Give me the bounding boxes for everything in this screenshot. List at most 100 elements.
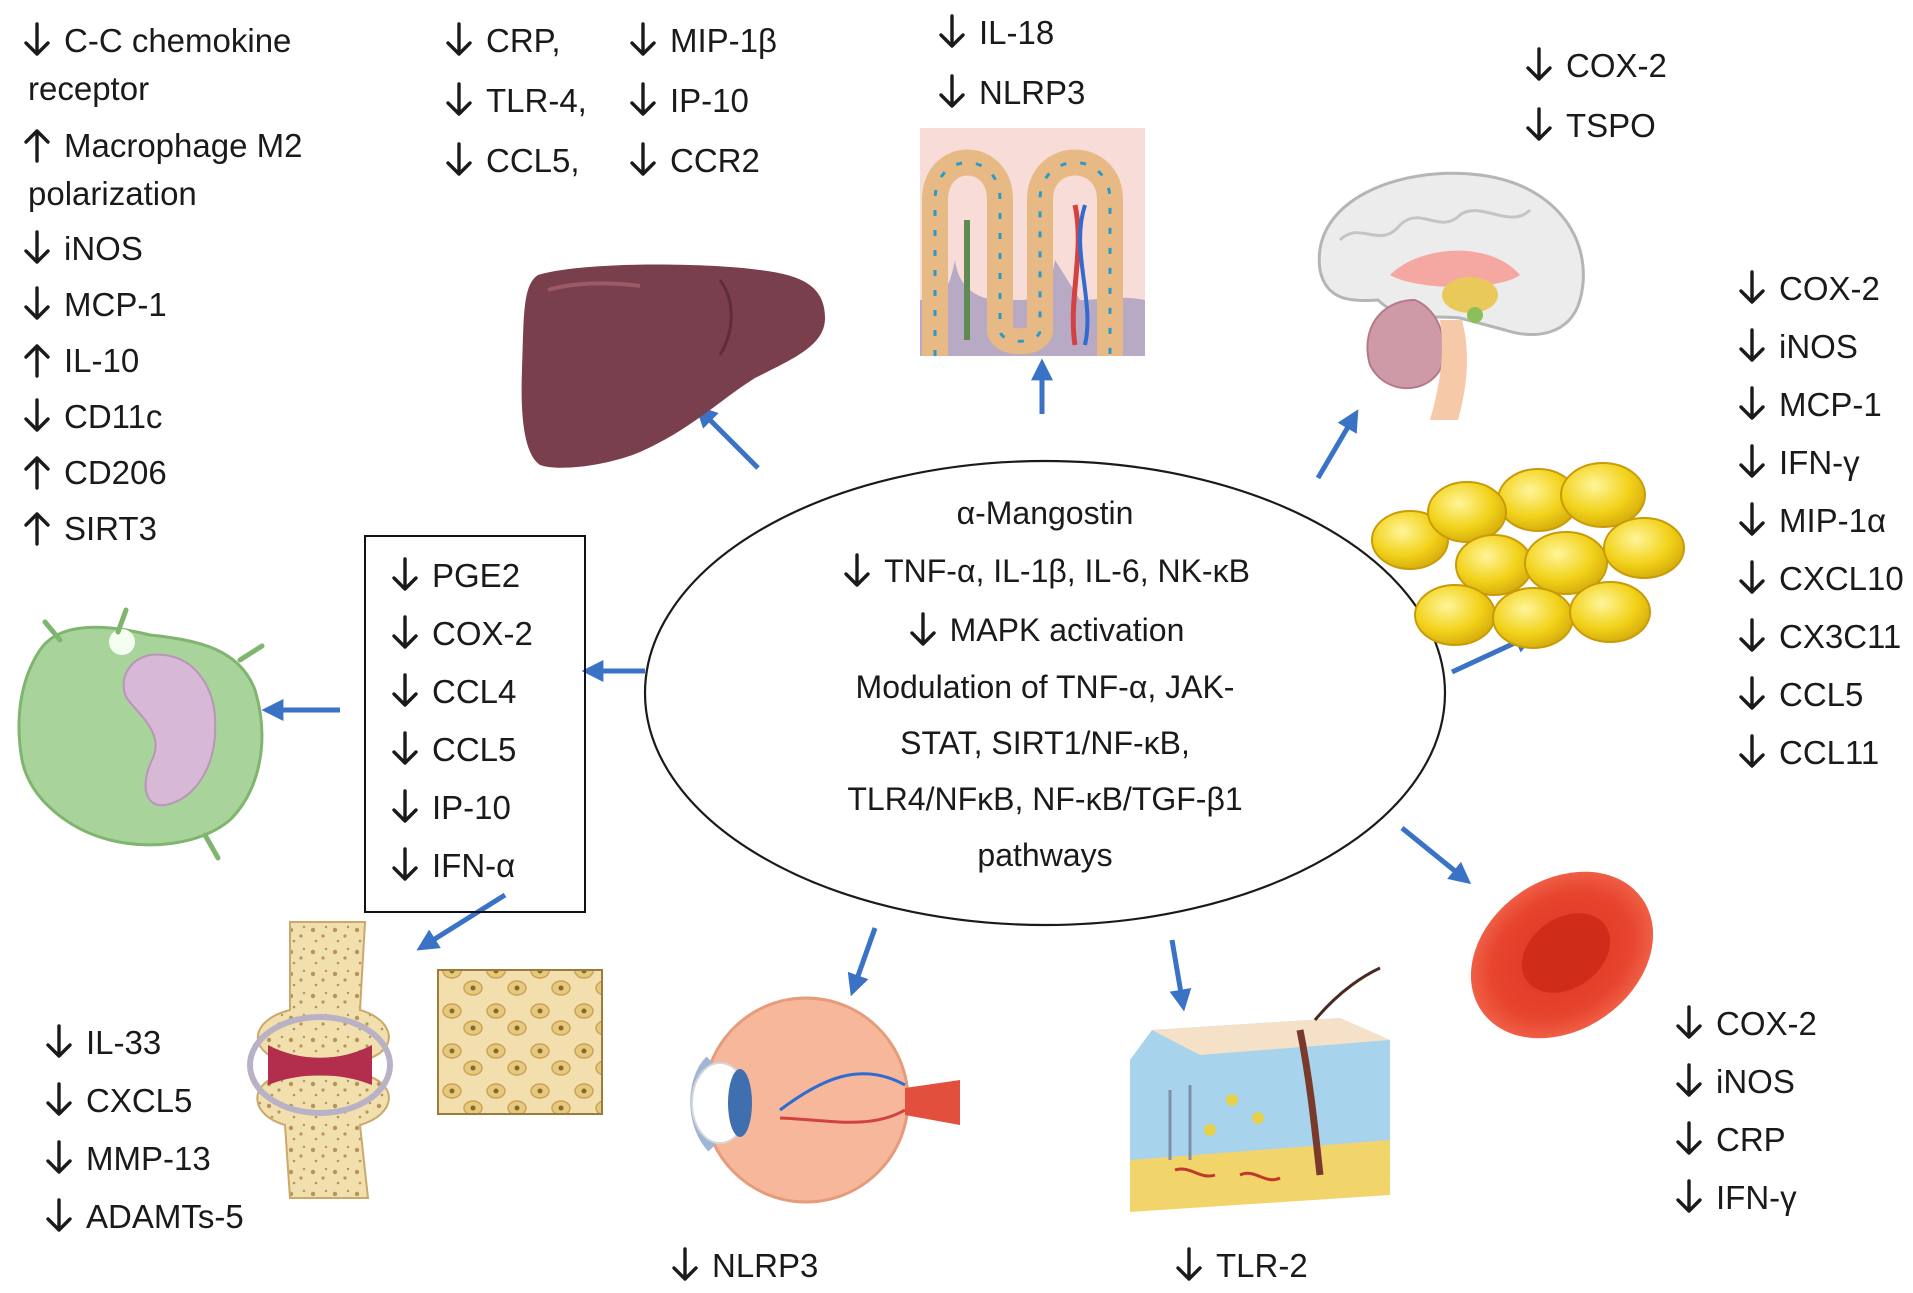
macrophage-box-marker-label: CCL4 <box>432 672 517 710</box>
adipose-marker-label: CXCL10 <box>1779 559 1904 597</box>
liver-crp: CRP, <box>486 21 561 59</box>
skin-tlr2: TLR-2 <box>1216 1246 1308 1284</box>
adipose-marker-row: IFN-γ <box>1735 442 1904 482</box>
macrophage-box-marker-row: CCL4 <box>388 671 533 711</box>
blood-marker-label: iNOS <box>1716 1062 1795 1100</box>
adipose-marker-row: iNOS <box>1735 326 1904 366</box>
down-arrow-icon <box>24 22 50 56</box>
adipose-marker-row: CXCL10 <box>1735 558 1904 598</box>
liver-ccl5: CCL5, <box>486 141 580 179</box>
joint-marker-row: CXCL5 <box>42 1080 244 1120</box>
down-arrow-icon <box>939 14 965 48</box>
top-left-item-label: iNOS <box>64 229 143 267</box>
chemokine-row: C-C chemokine <box>20 20 302 60</box>
cartilage-tissue-illustration <box>437 969 603 1115</box>
down-arrow-icon <box>1676 1179 1702 1213</box>
blue-arrows <box>261 358 1536 1012</box>
down-arrow-icon <box>46 1198 72 1232</box>
chemokine-label-2: receptor <box>28 70 150 107</box>
up-arrow-icon <box>24 129 50 163</box>
joint-marker-row: ADAMTs-5 <box>42 1196 244 1236</box>
down-arrow-icon <box>1739 328 1765 362</box>
down-arrow-icon <box>392 731 418 765</box>
down-arrow-icon <box>1739 618 1765 652</box>
intestine-marker-label: IL-18 <box>979 13 1055 51</box>
down-arrow-icon <box>446 22 472 56</box>
adipose-marker-label: MIP-1α <box>1779 501 1887 539</box>
joint-marker-label: CXCL5 <box>86 1081 193 1119</box>
down-arrow-icon <box>46 1082 72 1116</box>
top-left-item-label: SIRT3 <box>64 509 157 547</box>
macrophage-box-marker-label: CCL5 <box>432 730 517 768</box>
central-text: α-Mangostin TNF-α, IL-1β, IL-6, NK-κB MA… <box>660 495 1430 893</box>
red-blood-cell-illustration <box>1470 871 1654 1039</box>
blood-marker-label: CRP <box>1716 1120 1786 1158</box>
macrophage-illustration <box>17 607 265 861</box>
adipose-marker-label: CCL11 <box>1779 733 1880 771</box>
center-mapk-label: MAPK activation <box>949 611 1185 648</box>
top-left-item-row: IL-10 <box>20 340 302 380</box>
intestine-marker-row: NLRP3 <box>935 72 1085 112</box>
central-ellipse <box>643 459 1447 927</box>
joint-marker-label: IL-33 <box>86 1023 162 1061</box>
blood-marker-row: IFN-γ <box>1672 1177 1817 1217</box>
macrophage-box-marker-row: PGE2 <box>388 555 533 595</box>
eye-illustration <box>690 996 960 1204</box>
macrophage-box-marker-row: CCL5 <box>388 729 533 769</box>
down-arrow-icon <box>1739 444 1765 478</box>
center-modulation-3: TLR4/NFκB, NF-κB/TGF-β1 <box>847 781 1243 817</box>
liver-row-2: TLR-4, IP-10 <box>442 80 777 120</box>
chemokine-row-2: receptor <box>20 72 302 105</box>
blood-markers: COX-2 iNOS CRP IFN-γ <box>1672 1003 1817 1235</box>
down-arrow-icon <box>46 1140 72 1174</box>
adipose-marker-row: MCP-1 <box>1735 384 1904 424</box>
macrophage-box-marker-row: IP-10 <box>388 787 533 827</box>
skin-illustration <box>1130 966 1390 1212</box>
adipose-marker-label: IFN-γ <box>1779 443 1860 481</box>
up-arrow-icon <box>24 456 50 490</box>
adipose-marker-label: iNOS <box>1779 327 1858 365</box>
eye-nlrp3: NLRP3 <box>712 1246 819 1284</box>
down-arrow-icon <box>392 673 418 707</box>
macrophage-box-marker-label: PGE2 <box>432 556 521 594</box>
top-left-item-row: SIRT3 <box>20 508 302 548</box>
down-arrow-icon <box>1739 734 1765 768</box>
adipose-marker-label: CX3C11 <box>1779 617 1902 655</box>
down-arrow-icon <box>1739 386 1765 420</box>
adipose-marker-row: MIP-1α <box>1735 500 1904 540</box>
blood-marker-row: iNOS <box>1672 1061 1817 1101</box>
top-left-item-label: MCP-1 <box>64 285 167 323</box>
down-arrow-icon <box>672 1247 698 1281</box>
down-arrow-icon <box>446 82 472 116</box>
blood-marker-row: CRP <box>1672 1119 1817 1159</box>
liver-row-1: CRP, MIP-1β <box>442 20 777 60</box>
brain-marker-row: COX-2 <box>1522 45 1667 85</box>
brain-marker-label: COX-2 <box>1566 46 1667 84</box>
liver-mip: MIP-1β <box>670 21 777 59</box>
eye-marker: NLRP3 <box>668 1245 818 1285</box>
top-left-item-label: IL-10 <box>64 341 140 379</box>
chemokine-label-1: C-C chemokine <box>64 21 292 59</box>
down-arrow-icon <box>1526 107 1552 141</box>
down-arrow-icon <box>446 142 472 176</box>
down-arrow-icon <box>630 142 656 176</box>
down-arrow-icon <box>939 74 965 108</box>
macrophage-label-1: Macrophage M2 <box>64 126 303 164</box>
blood-marker-row: COX-2 <box>1672 1003 1817 1043</box>
skin-marker: TLR-2 <box>1172 1245 1308 1285</box>
top-left-item-row: CD206 <box>20 452 302 492</box>
intestine-marker-row: IL-18 <box>935 12 1085 52</box>
joint-marker-label: ADAMTs-5 <box>86 1197 244 1235</box>
intestine-marker-label: NLRP3 <box>979 73 1086 111</box>
blood-marker-label: COX-2 <box>1716 1004 1817 1042</box>
adipose-marker-row: CX3C11 <box>1735 616 1904 656</box>
center-title: α-Mangostin <box>956 495 1134 531</box>
adipose-marker-row: CCL5 <box>1735 674 1904 714</box>
center-decrease-row: TNF-α, IL-1β, IL-6, NK-κB <box>660 551 1430 591</box>
liver-row-3: CCL5, CCR2 <box>442 140 777 180</box>
macrophage-row: Macrophage M2 <box>20 125 302 165</box>
